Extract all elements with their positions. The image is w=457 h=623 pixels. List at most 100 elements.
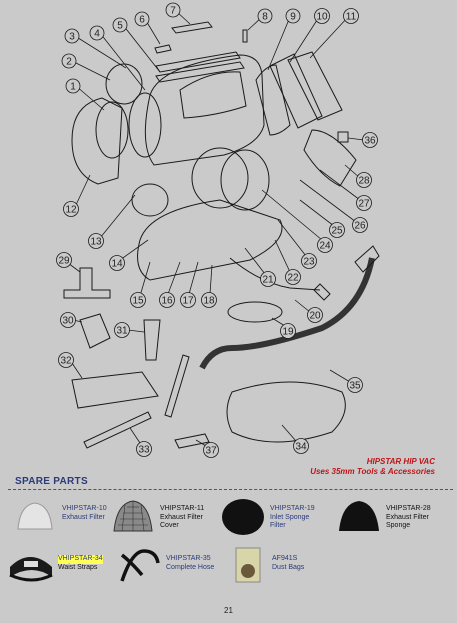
svg-text:18: 18	[203, 296, 215, 307]
spare-part-exhaust-filter-sponge: VHIPSTAR-28 Exhaust Filter Sponge	[336, 497, 431, 537]
callout-8: 8	[247, 8, 273, 31]
callout-12: 12	[63, 174, 91, 217]
svg-text:13: 13	[90, 237, 102, 248]
callout-1: 1	[65, 78, 105, 111]
svg-text:24: 24	[319, 241, 331, 252]
part-code: AF941S	[272, 555, 298, 562]
part-description: Exhaust Filter	[62, 513, 105, 521]
callout-18: 18	[201, 264, 217, 308]
inlet-sponge-filter-thumbnail	[222, 499, 264, 535]
callout-2: 2	[61, 53, 111, 81]
motor-housing-shape	[144, 54, 265, 166]
callout-22: 22	[274, 239, 301, 285]
svg-text:16: 16	[161, 296, 173, 307]
spare-part-complete-hose: VHIPSTAR-35 Complete Hose	[116, 545, 214, 585]
callout-13: 13	[88, 194, 136, 249]
callout-4: 4	[89, 25, 146, 91]
callout-32: 32	[58, 352, 83, 379]
part-9-shape	[255, 64, 291, 136]
svg-text:9: 9	[290, 12, 296, 23]
part-description: Dust Bags	[272, 563, 305, 571]
svg-text:28: 28	[358, 176, 370, 187]
callout-21: 21	[244, 247, 276, 287]
part-19-shape	[227, 301, 283, 323]
svg-text:34: 34	[295, 442, 307, 453]
svg-text:33: 33	[138, 445, 150, 456]
svg-text:10: 10	[316, 12, 328, 23]
part-12-shape	[71, 97, 123, 185]
svg-text:11: 11	[346, 12, 357, 23]
exploded-parts-diagram: 1 2 3 4 5 6 7 8 9 10 11 12 13 14 15 16 1…	[56, 2, 380, 458]
svg-text:29: 29	[58, 256, 70, 267]
svg-text:3: 3	[69, 32, 75, 43]
callout-35: 35	[329, 369, 363, 393]
svg-text:5: 5	[117, 21, 123, 32]
part-28-shape	[303, 129, 357, 187]
svg-text:25: 25	[331, 226, 343, 237]
callout-16: 16	[159, 261, 181, 308]
svg-text:6: 6	[139, 15, 145, 26]
part-8-shape	[242, 29, 248, 43]
part-1-shape	[95, 101, 129, 159]
svg-text:35: 35	[349, 381, 361, 392]
callout-15: 15	[130, 261, 151, 308]
callout-9: 9	[267, 8, 301, 71]
svg-text:23: 23	[303, 257, 315, 268]
section-divider	[8, 489, 453, 490]
spare-part-inlet-sponge-filter: VHIPSTAR-19 Inlet Sponge Filter	[220, 497, 315, 537]
callout-24: 24	[261, 189, 333, 253]
dust-bags-thumbnail	[235, 547, 261, 583]
svg-text:2: 2	[66, 57, 72, 68]
page-number: 21	[224, 606, 233, 615]
part-30-shape	[79, 313, 111, 349]
svg-text:19: 19	[282, 327, 294, 338]
part-code: VHIPSTAR-35	[166, 555, 211, 562]
accessory-note: Uses 35mm Tools & Accessories	[310, 467, 435, 476]
part-description: Complete Hose	[166, 563, 215, 571]
callout-19: 19	[271, 317, 296, 339]
part-33-shape	[83, 411, 152, 449]
part-code: VHIPSTAR-10	[62, 505, 107, 512]
svg-text:12: 12	[65, 205, 77, 216]
part-11-shape	[287, 51, 343, 121]
exhaust-filter-sponge-thumbnail	[339, 501, 379, 531]
part-35-hose	[199, 257, 375, 370]
svg-text:26: 26	[354, 221, 366, 232]
product-note: HIPSTAR HIP VAC Uses 35mm Tools & Access…	[310, 457, 435, 477]
part-description: Waist Straps	[58, 563, 98, 571]
callout-26: 26	[299, 179, 368, 233]
svg-text:17: 17	[182, 296, 194, 307]
exhaust-filter-cover-thumbnail	[113, 500, 153, 532]
svg-text:14: 14	[111, 259, 123, 270]
svg-text:8: 8	[262, 12, 268, 23]
part-24-shape	[191, 147, 249, 209]
spare-part-waist-straps: VHIPSTAR-34 Waist Straps	[6, 545, 103, 585]
svg-text:27: 27	[358, 199, 370, 210]
callout-10: 10	[289, 8, 330, 63]
part-13-shape	[131, 183, 169, 217]
callout-23: 23	[277, 219, 317, 269]
callout-36: 36	[347, 132, 378, 148]
svg-text:1: 1	[70, 82, 76, 93]
part-15-shape	[137, 199, 283, 281]
part-32-shape	[71, 371, 159, 409]
callout-6: 6	[134, 11, 161, 45]
svg-text:31: 31	[116, 326, 128, 337]
callout-37: 37	[195, 439, 219, 458]
svg-text:37: 37	[205, 446, 217, 457]
spare-parts-heading: SPARE PARTS	[15, 476, 88, 487]
spare-part-dust-bags: AF941S Dust Bags	[228, 545, 304, 585]
part-29-shape	[63, 267, 111, 299]
svg-text:30: 30	[62, 316, 74, 327]
complete-hose-thumbnail	[120, 549, 160, 582]
callout-27: 27	[319, 169, 372, 211]
callout-17: 17	[180, 261, 199, 308]
svg-text:15: 15	[132, 296, 144, 307]
svg-text:7: 7	[170, 6, 176, 17]
part-36-shape	[337, 131, 349, 143]
part-6-shape	[154, 44, 172, 54]
exhaust-filter-thumbnail	[17, 502, 53, 530]
part-34-shape	[226, 381, 346, 443]
part-10-shape	[269, 53, 323, 129]
